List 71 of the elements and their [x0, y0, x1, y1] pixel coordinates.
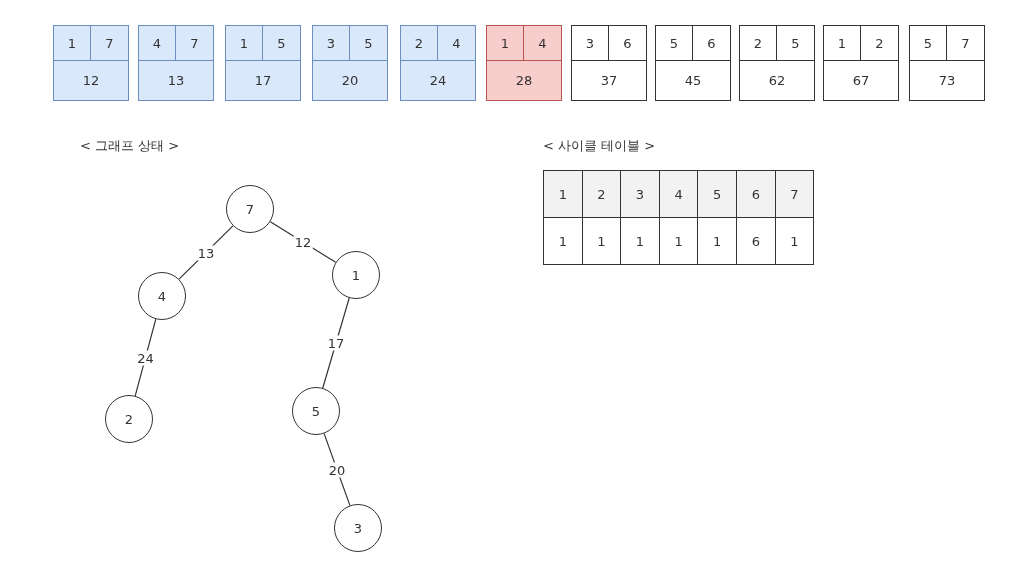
- header-cell: 2: [581, 170, 622, 218]
- header-cell: 6: [736, 170, 776, 218]
- weight-cell-text: 20: [340, 72, 360, 90]
- edge-label: 17: [326, 335, 346, 351]
- vertex-cell: 4: [524, 26, 561, 61]
- vertex-cell: 5: [263, 26, 300, 61]
- vertex-cell: 5: [656, 26, 693, 61]
- vertex-cell: 3: [313, 26, 350, 61]
- vertex-cell: 5: [350, 26, 387, 61]
- header-cell: 4: [658, 170, 699, 218]
- vertex-circle: 1: [332, 251, 380, 299]
- vertex-cell: 1: [54, 26, 91, 61]
- weight-cell-text: 67: [851, 72, 871, 90]
- edge-card: [400, 25, 476, 101]
- weight-cell-text: 62: [767, 72, 787, 90]
- edge-card: [225, 25, 301, 101]
- vertex-circle: 5: [292, 387, 340, 435]
- header-cell: 1: [543, 170, 583, 218]
- edge-label: 12: [293, 234, 313, 250]
- edge-line: [322, 297, 350, 389]
- vertex-cell: 2: [401, 26, 438, 61]
- edge-label: 20: [327, 462, 347, 477]
- vertex-cell: 3: [572, 26, 609, 61]
- vertex-cell: 6: [693, 26, 730, 61]
- vertex-cell: 7: [947, 26, 984, 61]
- edge-card: [486, 25, 562, 101]
- weight-cell-text: 28: [514, 72, 534, 90]
- vertex-cell: 7: [176, 26, 213, 61]
- edge-line: [269, 221, 337, 263]
- edge-card: [655, 25, 731, 101]
- section-heading: < 사이클 테이블 >: [543, 137, 656, 155]
- edge-card: [312, 25, 388, 101]
- section-heading: < 그래프 상태 >: [80, 137, 180, 155]
- header-cell: 7: [774, 170, 815, 218]
- weight-cell-text: 17: [253, 72, 273, 90]
- vertex-cell: 5: [910, 26, 947, 61]
- edge-line: [323, 433, 351, 506]
- vertex-circle: 4: [138, 272, 186, 320]
- edge-card: [53, 25, 129, 101]
- weight-cell-text: 37: [599, 72, 619, 90]
- vertex-circle: 3: [334, 504, 382, 552]
- weight-cell-text: 45: [683, 72, 703, 90]
- edge-card: [909, 25, 985, 101]
- weight-cell-text: 24: [428, 72, 448, 90]
- vertex-circle: 2: [105, 395, 153, 443]
- edge-label: 24: [136, 350, 155, 365]
- weight-cell-text: 13: [166, 72, 186, 90]
- edge-card: [138, 25, 214, 101]
- vertex-cell: 5: [777, 26, 814, 61]
- vertex-cell: 4: [139, 26, 176, 61]
- weight-cell-text: 12: [81, 72, 101, 90]
- vertex-circle: 7: [226, 185, 274, 233]
- edge-card: [739, 25, 815, 101]
- vertex-cell: 1: [824, 26, 861, 61]
- header-cell: 5: [697, 170, 737, 218]
- vertex-cell: 2: [861, 26, 898, 61]
- vertex-cell: 6: [609, 26, 646, 61]
- weight-cell-text: 73: [937, 72, 957, 90]
- vertex-cell: 2: [740, 26, 777, 61]
- edge-card: [571, 25, 647, 101]
- table-cell: 1: [543, 217, 583, 265]
- vertex-cell: 1: [487, 26, 524, 61]
- edge-line: [134, 318, 157, 397]
- header-cell: 3: [620, 170, 660, 218]
- vertex-cell: 4: [438, 26, 475, 61]
- edge-label: 13: [196, 245, 216, 260]
- table-cell: 1: [774, 217, 815, 265]
- vertex-cell: 7: [91, 26, 128, 61]
- edge-line: [178, 225, 234, 280]
- vertex-cell: 1: [226, 26, 263, 61]
- edge-card: [823, 25, 899, 101]
